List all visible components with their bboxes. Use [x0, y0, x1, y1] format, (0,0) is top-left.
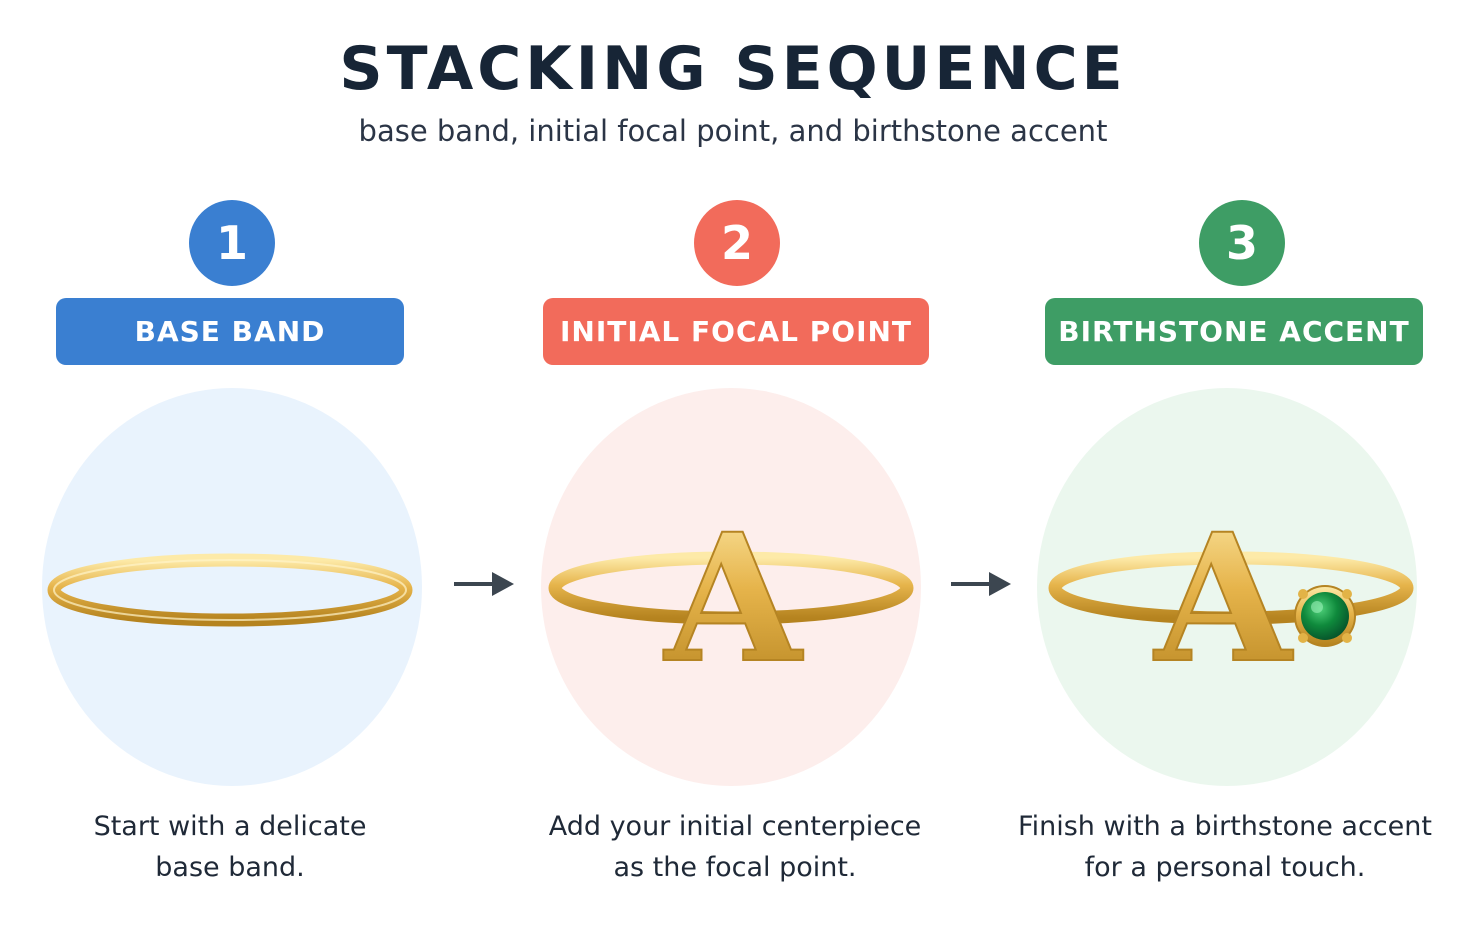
step-image-circle: A — [1037, 388, 1417, 786]
step-number-badge: 1 — [189, 200, 275, 286]
page-title: STACKING SEQUENCE — [339, 34, 1127, 104]
step-label: BASE BAND — [56, 298, 404, 365]
step-image-circle — [42, 388, 422, 786]
page-subtitle: base band, initial focal point, and birt… — [358, 114, 1108, 148]
initial-letter: A — [1153, 495, 1294, 702]
step-description: Finish with a birthstone accent for a pe… — [1018, 811, 1432, 883]
arrow-right-icon — [951, 572, 1011, 596]
step-description: Add your initial centerpiece as the foca… — [548, 811, 922, 883]
emerald-gem-icon — [1294, 585, 1356, 647]
initial-ring-icon: A — [548, 494, 914, 703]
arrow-right-icon — [454, 572, 514, 596]
birthstone-ring-icon: A — [1048, 494, 1414, 703]
step-label: BIRTHSTONE ACCENT — [1045, 298, 1423, 365]
step-label: INITIAL FOCAL POINT — [543, 298, 929, 365]
step-number-badge: 2 — [694, 200, 780, 286]
step-image-circle: A — [541, 388, 921, 786]
step-2: 2 INITIAL FOCAL POINT A Add your initial… — [535, 0, 935, 929]
step-3: 3 BIRTHSTONE ACCENT A Finish with a birt… — [1018, 0, 1435, 929]
step-1: 1 BASE BAND Start with a delicate base b… — [30, 0, 430, 929]
step-description: Start with a delicate base band. — [93, 811, 367, 883]
initial-letter: A — [663, 495, 804, 702]
gold-band-ring-icon — [47, 553, 413, 627]
step-number-badge: 3 — [1199, 200, 1285, 286]
